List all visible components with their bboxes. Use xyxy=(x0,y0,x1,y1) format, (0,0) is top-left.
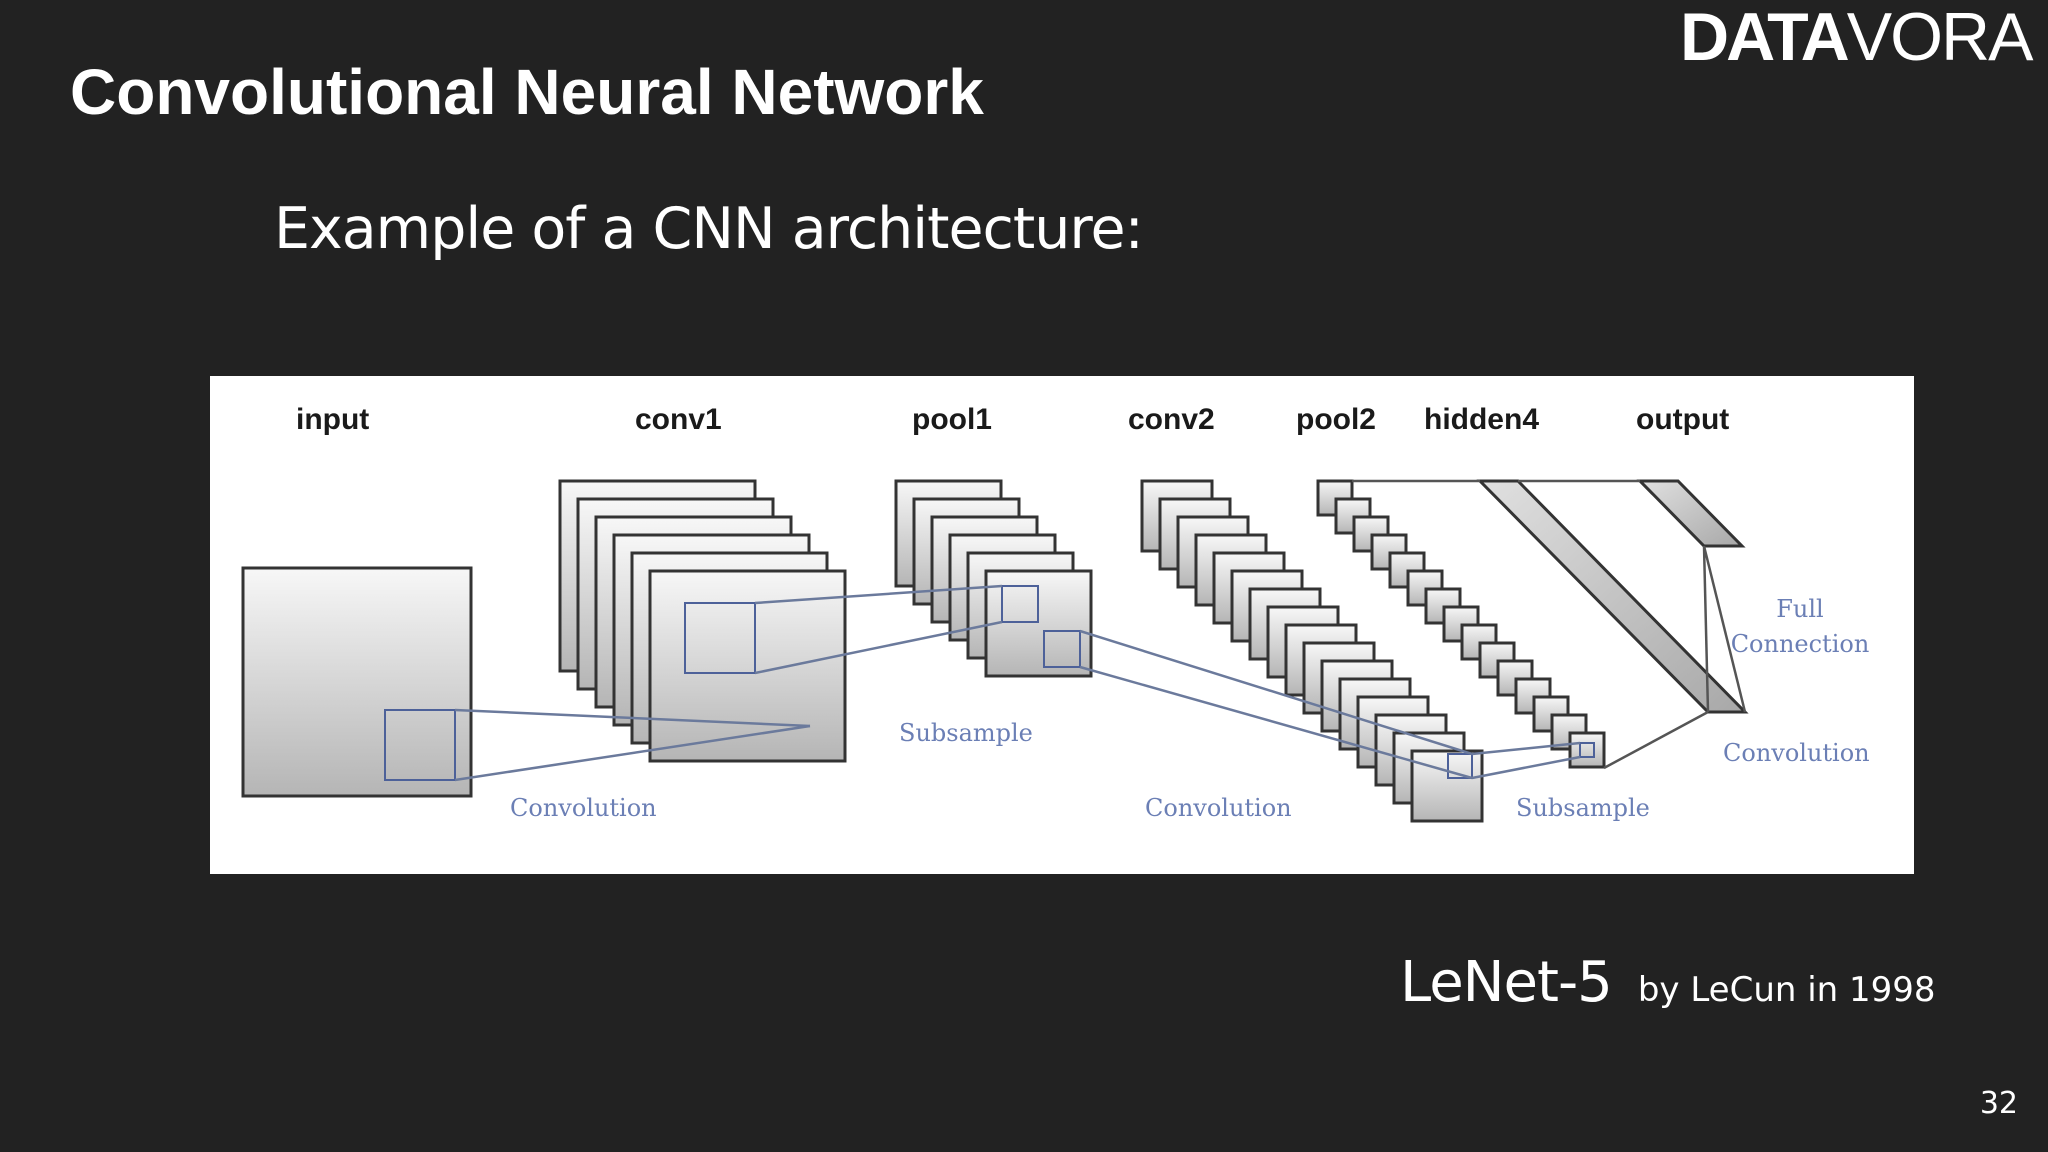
output-layer xyxy=(1636,479,1746,548)
slide-title: Convolutional Neural Network xyxy=(70,56,984,128)
layer-label-input: input xyxy=(296,403,369,436)
figure-caption: LeNet-5 by LeCun in 1998 xyxy=(1400,950,1936,1015)
pool1-window-a xyxy=(1001,585,1039,623)
layer-label-hidden4: hidden4 xyxy=(1424,403,1539,436)
op-label-full: Full xyxy=(1776,595,1823,623)
page-number: 32 xyxy=(1979,1086,2018,1121)
conv1-stack xyxy=(558,479,847,763)
cnn-architecture-diagram: input conv1 pool1 conv2 pool2 hidden4 ou… xyxy=(210,376,1914,874)
op-label-connection: Connection xyxy=(1731,630,1870,658)
layer-label-conv2: conv2 xyxy=(1128,403,1215,436)
pool1-window-b xyxy=(1043,630,1081,668)
datavora-logo: DATAVORA xyxy=(1680,2,2040,72)
input-map xyxy=(241,566,473,798)
layer-label-conv1: conv1 xyxy=(635,403,722,436)
op-label-convolution-3: Convolution xyxy=(1723,739,1870,767)
input-receptive-field xyxy=(384,709,456,781)
slide-subtitle: Example of a CNN architecture: xyxy=(274,196,1144,262)
pool1-stack xyxy=(894,479,1093,678)
layer-label-output: output xyxy=(1636,403,1729,436)
logo-bold-text: DATA xyxy=(1680,0,1850,75)
op-label-convolution-2: Convolution xyxy=(1145,794,1292,822)
op-label-convolution-1: Convolution xyxy=(510,794,657,822)
fully-connected-lines xyxy=(1352,479,1747,770)
op-label-subsample-1: Subsample xyxy=(899,719,1033,747)
caption-attribution: by LeCun in 1998 xyxy=(1637,970,1936,1010)
caption-model-name: LeNet-5 xyxy=(1400,950,1613,1015)
pool2-window xyxy=(1579,742,1595,758)
pool2-stack xyxy=(1316,479,1606,769)
logo-light-text: VORA xyxy=(1846,0,2034,75)
conv1-receptive-field xyxy=(684,602,756,674)
conv2-stack xyxy=(1140,479,1484,823)
op-label-subsample-2: Subsample xyxy=(1516,794,1650,822)
layer-label-pool1: pool1 xyxy=(912,403,992,436)
conv2-window xyxy=(1447,753,1473,779)
connection-lines xyxy=(454,584,1581,782)
layer-label-pool2: pool2 xyxy=(1296,403,1376,436)
diagram-canvas: input conv1 pool1 conv2 pool2 hidden4 ou… xyxy=(241,403,1870,823)
